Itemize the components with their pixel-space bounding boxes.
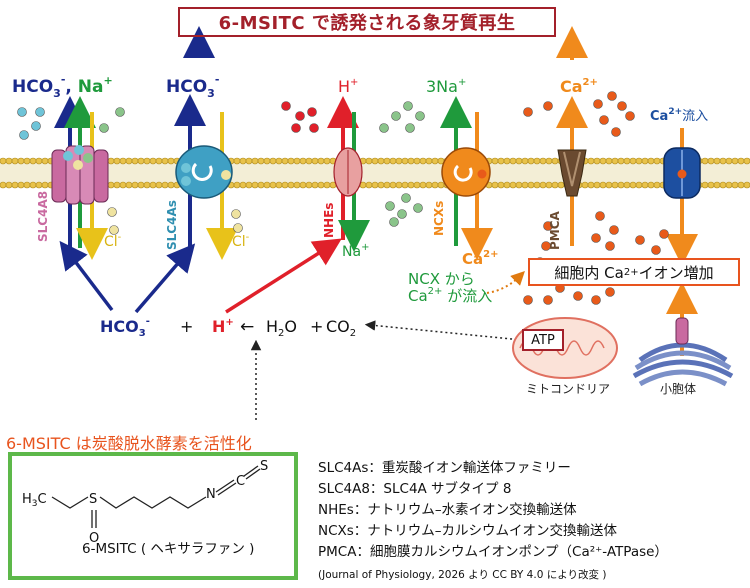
reaction-hco3: HCO3- <box>100 316 150 339</box>
calcium-increase-sup: 2+ <box>623 266 639 278</box>
hco3-to-slc4as-arrow <box>134 243 196 314</box>
h-label-top: H+ <box>338 77 358 96</box>
endoplasmic-reticulum <box>632 317 734 387</box>
slc4a8-label: SLC4A8 <box>36 191 50 242</box>
atp-to-reaction-dotted <box>364 320 523 341</box>
pmca-pump <box>557 149 587 197</box>
legend-item: SLC4A8：SLC4A サブタイプ 8 <box>318 481 512 497</box>
ca-channel <box>663 147 701 199</box>
hco3-to-slc4a8-arrow <box>59 240 114 312</box>
msitc-structure <box>51 465 261 528</box>
atp-box: ATP <box>522 329 564 351</box>
na-in-label: Na+ <box>342 242 369 260</box>
abbreviation-legend: SLC4As：重炭酸イオン輸送体ファミリー SLC4A8：SLC4A サブタイプ… <box>318 458 668 563</box>
slc4a8-transporter <box>51 145 109 205</box>
mol-o: O <box>89 531 99 546</box>
slc4as-label: SLC4As <box>165 200 179 250</box>
legend-item: NHEs：ナトリウム–水素イオン交換輸送体 <box>318 502 577 518</box>
mol-c: C <box>236 474 245 489</box>
three-na-label: 3Na+ <box>426 77 466 96</box>
molecule-name: 6-MSITC ( ヘキサラファン ) <box>82 541 254 557</box>
activation-note: 6-MSITC は炭酸脱水酵素を活性化 <box>6 434 252 453</box>
nhe-transporter <box>333 147 363 197</box>
pmca-label: PMCA <box>548 210 562 250</box>
slc4as-transporter <box>175 145 233 199</box>
molecule-box <box>8 452 298 580</box>
atp-label: ATP <box>531 332 555 348</box>
legend-item: SLC4As：重炭酸イオン輸送体ファミリー <box>318 460 571 476</box>
reaction-co2: CO2 <box>326 317 356 339</box>
page-title: 6-MSITC で誘発される象牙質再生 <box>218 13 516 34</box>
cl-label-1: Cl- <box>104 232 122 250</box>
citation: (Journal of Physiology, 2026 より CC BY 4.… <box>318 569 607 581</box>
er-label: 小胞体 <box>660 382 696 396</box>
ca-out-label: Ca2+ <box>560 77 598 96</box>
legend-item: PMCA：細胞膜カルシウムイオンポンプ（Ca²⁺-ATPase） <box>318 544 668 560</box>
mol-h3c: H3C <box>22 492 47 509</box>
hco3-label-a: HCO3-, Na+ <box>12 73 113 100</box>
mol-s2: S <box>260 459 268 474</box>
calcium-increase-pre: 細胞内 Ca <box>554 263 624 282</box>
title-box: 6-MSITC で誘発される象牙質再生 <box>178 7 556 37</box>
mol-n: N <box>206 487 216 502</box>
ncx-note-line2: Ca2+ が流入 <box>408 286 492 305</box>
reaction-h: H+ <box>212 317 234 336</box>
cl-label-2: Cl- <box>232 232 250 250</box>
ca-influx-label: Ca2+流入 <box>650 107 708 124</box>
reaction-h2o: H2O <box>266 317 297 339</box>
h-to-nhe-arrow <box>225 238 342 314</box>
reaction-plus-2: + <box>310 317 323 336</box>
ncx-note-line1: NCX から <box>408 270 475 288</box>
hco3-label-b: HCO3- <box>166 73 219 100</box>
ncxs-label: NCXs <box>432 201 446 236</box>
reaction-arrow: ← <box>240 317 254 337</box>
cell-membrane <box>0 157 750 189</box>
reaction-plus-1: + <box>180 317 193 336</box>
nhes-label: NHEs <box>322 203 336 238</box>
ca-in-label: Ca2+ <box>462 249 498 268</box>
mol-s1: S <box>89 492 97 507</box>
ncx-transporter <box>441 147 491 197</box>
legend-item: NCXs：ナトリウム–カルシウムイオン交換輸送体 <box>318 523 618 539</box>
mitochondria-label: ミトコンドリア <box>526 382 610 396</box>
calcium-increase-post: イオン増加 <box>638 263 714 282</box>
